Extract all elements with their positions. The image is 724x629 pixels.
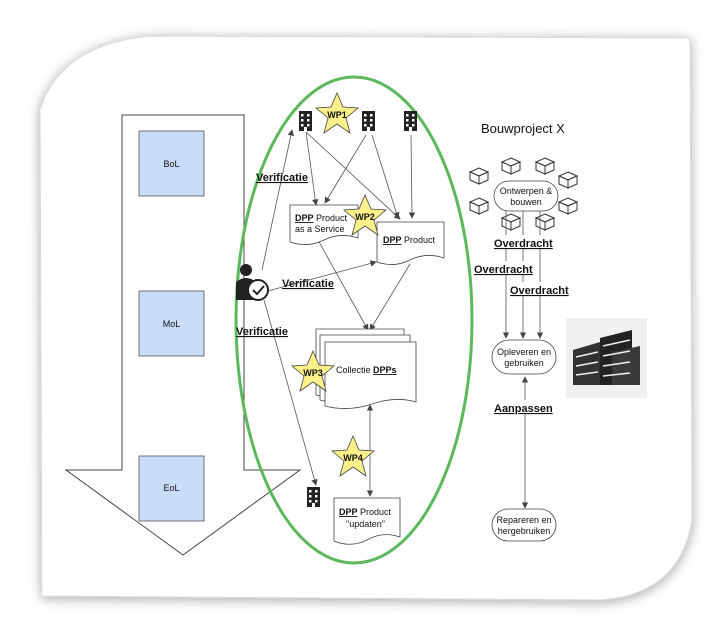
verification-label-bottom: Verificatie (236, 326, 288, 338)
handover-label-2: Overdracht (474, 264, 533, 276)
star-wp3: WP3 (291, 350, 335, 392)
package-icon (535, 213, 555, 231)
deliver-line1: Opleveren en (497, 347, 551, 357)
collectie-dpps-document: Collectie DPPs (315, 328, 417, 409)
wp3-label: WP3 (303, 368, 323, 378)
dpp-product-bold: DPP (383, 235, 402, 245)
dpp-service-line2: as a Service (295, 224, 345, 234)
deliver-use-node: Opleveren en gebruiken (491, 339, 557, 375)
mol-label: MoL (163, 319, 181, 329)
building-icon (404, 111, 417, 131)
design-build-node: Ontwerpen & bouwen (493, 180, 559, 212)
package-icon (558, 197, 578, 215)
verification-label-middle: Verificatie (282, 278, 334, 290)
star-wp4: WP4 (331, 435, 375, 477)
inspector-check-icon (236, 264, 269, 301)
office-buildings-icon (566, 318, 647, 398)
building-icon (307, 487, 320, 507)
svg-text:Collectie DPPs: Collectie DPPs (336, 365, 397, 375)
dpp-service-rest: Product (314, 213, 348, 223)
handover-label-1: Overdracht (494, 238, 553, 250)
project-title: Bouwproject X (481, 121, 565, 136)
wp1-label: WP1 (327, 110, 347, 120)
collectie-prefix: Collectie (336, 365, 373, 375)
dpp-service-bold: DPP (295, 213, 314, 223)
dpp-product-document: DPP Product (376, 221, 445, 265)
design-line1: Ontwerpen & (500, 186, 553, 196)
repair-reuse-node: Repareren en hergebruiken (491, 508, 557, 542)
building-icon (299, 111, 312, 131)
svg-text:DPP Product: DPP Product (383, 235, 436, 245)
dpp-update-line2: "updaten" (346, 519, 385, 529)
package-icon (558, 171, 578, 189)
svg-text:DPP Product: DPP Product (339, 507, 392, 517)
package-icon (535, 157, 555, 175)
verification-label-top: Verificatie (256, 172, 308, 184)
lifecycle-box-mol: MoL (138, 290, 205, 357)
wp2-label: WP2 (355, 212, 375, 222)
building-icon (362, 111, 375, 131)
dpp-update-bold: DPP (339, 507, 358, 517)
process-ellipse (234, 75, 474, 565)
deliver-line2: gebruiken (504, 358, 544, 368)
repair-line1: Repareren en (496, 515, 551, 525)
lifecycle-box-bol: BoL (138, 130, 205, 197)
dpp-update-document: DPP Product "updaten" (333, 497, 401, 545)
dpp-service-document: DPP Product as a Service (289, 204, 359, 245)
dpp-product-rest: Product (402, 235, 436, 245)
package-icon (501, 213, 521, 231)
dpp-update-rest: Product (358, 507, 392, 517)
eol-label: EoL (163, 483, 179, 493)
lifecycle-box-eol: EoL (138, 455, 205, 522)
handover-label-3: Overdracht (510, 285, 569, 297)
bol-label: BoL (163, 159, 179, 169)
package-icon (469, 167, 489, 185)
star-wp2: WP2 (343, 194, 387, 236)
adapt-label: Aanpassen (494, 403, 553, 415)
svg-text:DPP Product: DPP Product (295, 213, 348, 223)
star-wp1: WP1 (315, 92, 359, 134)
repair-line2: hergebruiken (498, 526, 551, 536)
connector-lines (261, 129, 416, 497)
package-icon (469, 197, 489, 215)
collectie-bold: DPPs (373, 365, 397, 375)
package-icon (501, 157, 521, 175)
wp4-label: WP4 (343, 453, 363, 463)
design-line2: bouwen (510, 197, 542, 207)
